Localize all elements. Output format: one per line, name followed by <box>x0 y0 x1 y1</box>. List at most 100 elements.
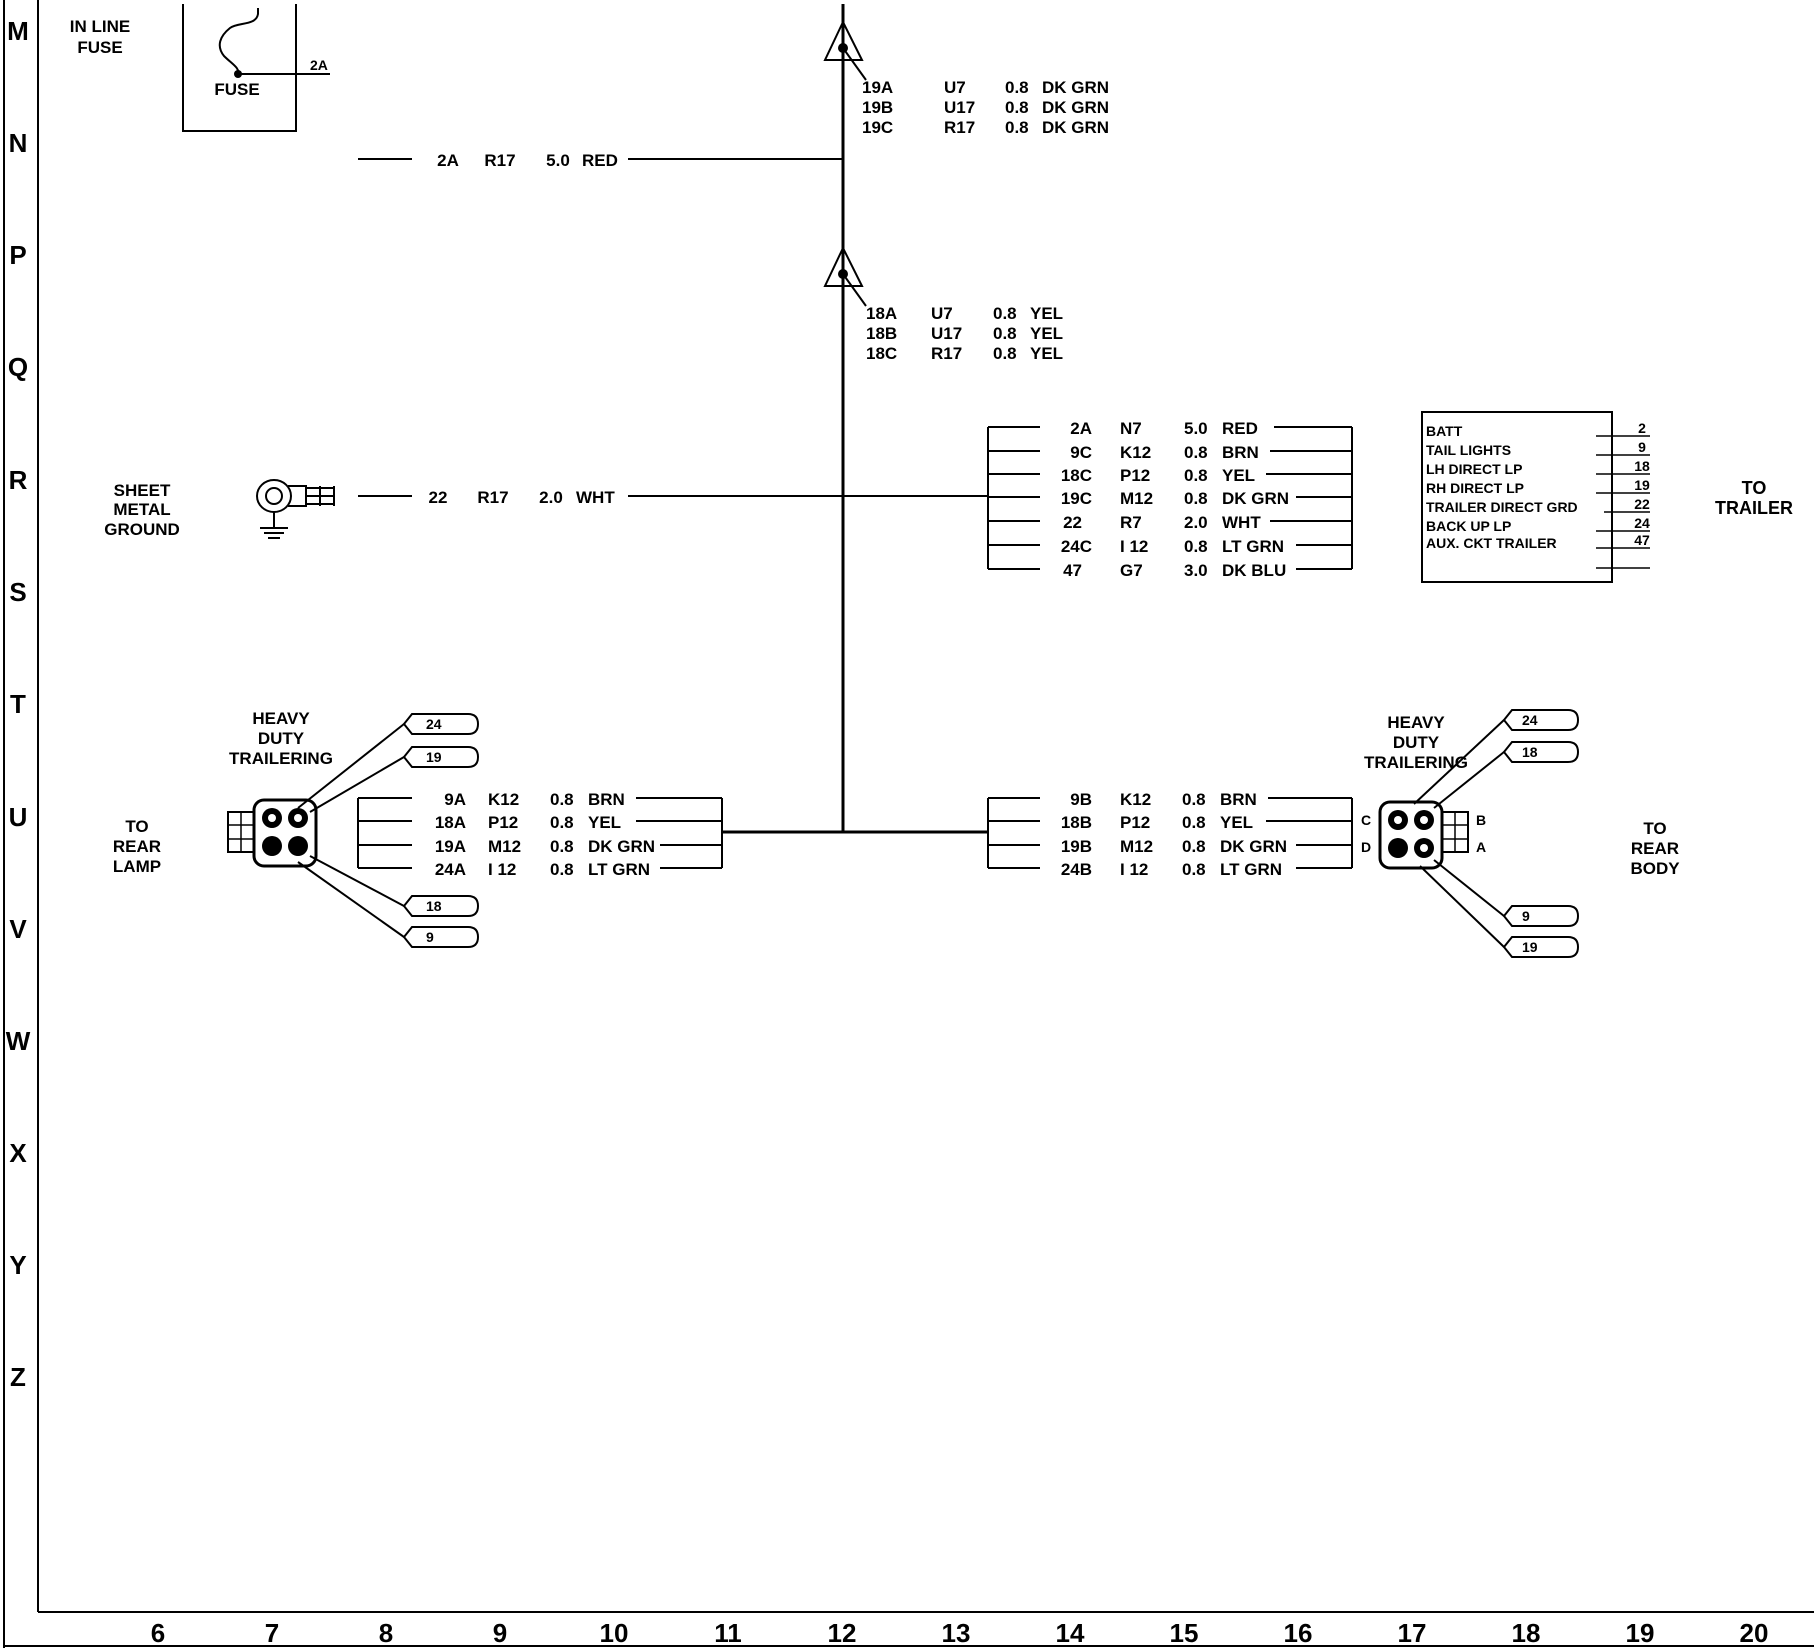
splice-2-2-code-label: R17 <box>931 344 962 363</box>
wire-tag: 18 <box>402 895 480 917</box>
right-trailering-connector: HEAVY DUTY TRAILERING TO REAR BODY B A C… <box>1361 709 1680 958</box>
bundle-row: 19B M12 0.8 DK GRN <box>988 837 1352 856</box>
left-connector-title-1-label: HEAVY <box>252 709 310 728</box>
trailer-connector-pins-6-name-label: AUX. CKT TRAILER <box>1426 535 1557 551</box>
pin-c-label: C <box>1361 812 1371 828</box>
left-bundle-3-code-label: I 12 <box>488 860 516 879</box>
left-bundle-2-color-label: DK GRN <box>588 837 655 856</box>
trailer-connector-pins-3-name-label: RH DIRECT LP <box>1426 480 1524 496</box>
wire-segment <box>1433 751 1505 809</box>
splice-2-1-code-label: U17 <box>931 324 962 343</box>
splice-2-2-circuit-label: 18C <box>866 344 897 363</box>
trailer-connector-pins-1-name-label: TAIL LIGHTS <box>1426 442 1511 458</box>
bundle-row: 9B K12 0.8 BRN <box>988 790 1352 809</box>
left-connector-title-2-label: DUTY <box>258 729 305 748</box>
col-label-18: 18 <box>1512 1618 1541 1648</box>
ground-label-2-label: METAL <box>113 500 170 519</box>
left-bundle-2-gauge-label: 0.8 <box>550 837 574 856</box>
right-bundle-0-gauge-label: 0.8 <box>1182 790 1206 809</box>
trailer-bundle-4-code-label: R7 <box>1120 513 1142 532</box>
splice-1-1-code-label: U17 <box>944 98 975 117</box>
4-pin-connector-icon <box>227 798 318 868</box>
trailer-connector-pins-2-num-label: 18 <box>1634 458 1650 474</box>
wire-segment <box>1413 719 1505 805</box>
splice-1-0-code-label: U7 <box>944 78 966 97</box>
fuse-housing <box>182 4 297 132</box>
wire-segment <box>297 723 405 809</box>
column-labels: 6 7 8 9 10 11 12 13 14 15 16 17 18 19 20 <box>151 1618 1769 1648</box>
trailer-bundle-6-gauge-label: 3.0 <box>1184 561 1208 580</box>
right-bundle-2-code-label: M12 <box>1120 837 1153 856</box>
right-connector-tags-3-label: 19 <box>1522 939 1538 955</box>
connector-pin-row: BATT 2 <box>1426 420 1650 439</box>
left-bundle-3-color-label: LT GRN <box>588 860 650 879</box>
splice-1-1-circuit-label: 19B <box>862 98 893 117</box>
trailer-bundle-0-code-label: N7 <box>1120 419 1142 438</box>
wire-segment <box>1502 709 1580 731</box>
wire-tag: 9 <box>1502 905 1580 927</box>
connector-pin-row: TAIL LIGHTS 9 <box>1426 439 1650 458</box>
wire-tag: 19 <box>402 746 480 768</box>
trailer-connector-pins-2-name-label: LH DIRECT LP <box>1426 461 1522 477</box>
trailer-bundle-3-code-label: M12 <box>1120 489 1153 508</box>
wire-segment <box>288 836 308 856</box>
fuse-title-line-2: FUSE <box>77 38 122 57</box>
trailer-bundle-2-gauge-label: 0.8 <box>1184 466 1208 485</box>
bundle-row: 18C P12 0.8 YEL <box>988 466 1352 485</box>
left-connector-tags-1-label: 19 <box>426 749 442 765</box>
ground-wire-gauge-label: 2.0 <box>539 488 563 507</box>
wire-segment <box>309 855 405 907</box>
row-label-p: P <box>9 240 26 270</box>
col-label-20: 20 <box>1740 1618 1769 1648</box>
trailer-bundle-5-circuit-label: 24C <box>1061 537 1092 556</box>
bundle-row: 9C K12 0.8 BRN <box>988 443 1352 462</box>
trailer-bundle-6-color-label: DK BLU <box>1222 561 1286 580</box>
feed-wire-code-label: R17 <box>484 151 515 170</box>
feed-wire-circuit-label: 2A <box>437 151 459 170</box>
splice-2-wires: 18A U7 0.8 YEL 18B U17 0.8 YEL 18C R17 0… <box>866 304 1063 363</box>
wire-tag: 24 <box>1502 709 1580 731</box>
trailer-bundle-6-code-label: G7 <box>1120 561 1143 580</box>
trailer-destination-line-2: TRAILER <box>1715 498 1793 518</box>
row-label-q: Q <box>8 352 28 382</box>
splice-1-wires: 19A U7 0.8 DK GRN 19B U17 0.8 DK GRN 19C… <box>862 78 1109 137</box>
left-bundle: 9A K12 0.8 BRN 18A P12 0.8 YEL 19A M12 0… <box>357 790 843 879</box>
feed-wire-color-label: RED <box>582 151 618 170</box>
trailer-bundle-4-gauge-label: 2.0 <box>1184 513 1208 532</box>
right-connector-tags-1-label: 18 <box>1522 744 1538 760</box>
splice-2-icon <box>823 245 864 287</box>
right-bundle-0-color-label: BRN <box>1220 790 1257 809</box>
ground-wire-circuit-label: 22 <box>429 488 448 507</box>
col-label-13: 13 <box>942 1618 971 1648</box>
wire-segment <box>1421 411 1613 583</box>
right-connector-title-1-label: HEAVY <box>1387 713 1445 732</box>
trailer-bundle-1-gauge-label: 0.8 <box>1184 443 1208 462</box>
wire-segment <box>402 713 480 735</box>
wire-segment <box>1394 816 1402 824</box>
splice-2-2-gauge-label: 0.8 <box>993 344 1017 363</box>
wire-segment <box>1378 800 1444 870</box>
col-label-11: 11 <box>714 1618 742 1648</box>
left-bundle-2-circuit-label: 19A <box>435 837 466 856</box>
splice-1-1-gauge-label: 0.8 <box>1005 98 1029 117</box>
right-bundle-0-circuit-label: 9B <box>1070 790 1092 809</box>
row-label-w: W <box>6 1026 31 1056</box>
left-bundle-3-circuit-label: 24A <box>435 860 466 879</box>
diagram-frame <box>3 0 1814 1648</box>
bundle-row: 24A I 12 0.8 LT GRN <box>358 860 722 879</box>
left-bundle-3-gauge-label: 0.8 <box>550 860 574 879</box>
wire-tag: 9 <box>402 926 480 948</box>
pin-b-label: B <box>1476 812 1486 828</box>
bundle-row: 24C I 12 0.8 LT GRN <box>988 537 1352 556</box>
left-bundle-2-code-label: M12 <box>488 837 521 856</box>
left-bundle-1-code-label: P12 <box>488 813 518 832</box>
wire-segment <box>1419 865 1505 948</box>
row-labels: M N P Q R S T U V W X Y Z <box>6 16 31 1392</box>
connector-pin-row: RH DIRECT LP 19 <box>1426 477 1650 496</box>
ground-wire-color-label: WHT <box>576 488 615 507</box>
fuse-title-line-1: IN LINE <box>70 17 130 36</box>
trailer-bundle-2-circuit-label: 18C <box>1061 466 1092 485</box>
row-label-x: X <box>9 1138 27 1168</box>
bundle-row: 9A K12 0.8 BRN <box>358 790 722 809</box>
wire-segment <box>268 814 276 822</box>
